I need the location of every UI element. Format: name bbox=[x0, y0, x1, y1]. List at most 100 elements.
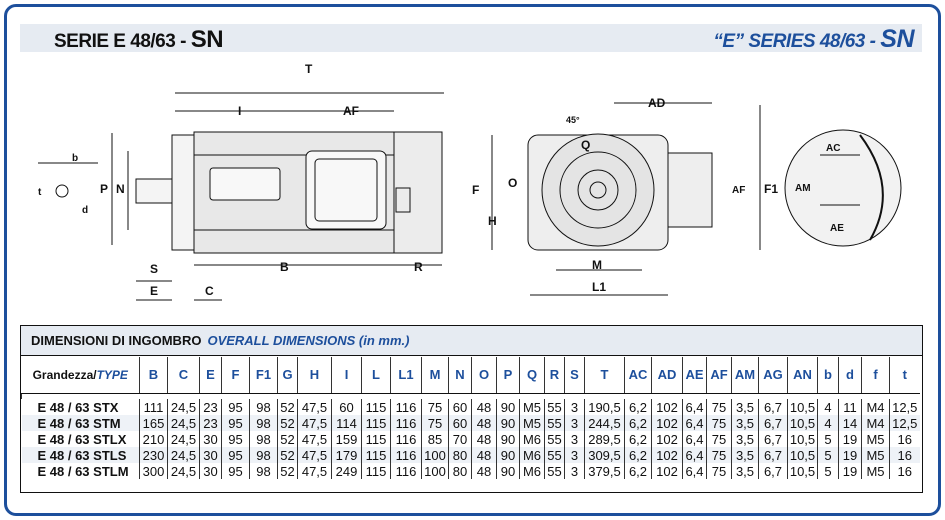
cell-P: 90 bbox=[496, 447, 520, 463]
cell-AM: 3,5 bbox=[731, 431, 759, 447]
label-N: N bbox=[116, 182, 125, 196]
column-header-AD: AD bbox=[651, 357, 683, 394]
cell-R: 55 bbox=[544, 399, 565, 415]
cell-AD: 102 bbox=[651, 463, 683, 479]
cell-L1: 116 bbox=[390, 415, 422, 431]
cell-G: 52 bbox=[277, 431, 298, 447]
cell-L: 115 bbox=[361, 415, 391, 431]
cell-f: M5 bbox=[861, 463, 890, 479]
cell-C: 24,5 bbox=[167, 447, 200, 463]
label-Q: Q bbox=[581, 138, 590, 152]
cell-AD: 102 bbox=[651, 431, 683, 447]
column-header-L1: L1 bbox=[390, 357, 422, 394]
label-AE: AE bbox=[830, 223, 844, 234]
cell-T: 190,5 bbox=[584, 399, 625, 415]
label-F: F bbox=[472, 183, 479, 197]
cell-E: 30 bbox=[199, 431, 222, 447]
technical-drawing: T I AF P N S E C B R b t d AD 45° Q F O … bbox=[38, 62, 902, 301]
label-P: P bbox=[100, 182, 108, 196]
cell-AG: 6,7 bbox=[758, 463, 788, 479]
column-header-R: R bbox=[544, 357, 565, 394]
cell-b: 4 bbox=[817, 415, 839, 431]
cell-b: 5 bbox=[817, 463, 839, 479]
cell-AG: 6,7 bbox=[758, 431, 788, 447]
cell-P: 90 bbox=[496, 431, 520, 447]
cell-AN: 10,5 bbox=[787, 399, 818, 415]
cell-d: 11 bbox=[838, 399, 862, 415]
cell-f: M4 bbox=[861, 399, 890, 415]
cell-L1: 116 bbox=[390, 447, 422, 463]
column-header-AC: AC bbox=[624, 357, 652, 394]
cell-AC: 6,2 bbox=[624, 431, 652, 447]
cell-AN: 10,5 bbox=[787, 431, 818, 447]
cell-B: 230 bbox=[139, 447, 168, 463]
column-header-L: L bbox=[361, 357, 391, 394]
cell-N: 60 bbox=[448, 415, 472, 431]
cell-b: 5 bbox=[817, 447, 839, 463]
label-F1: F1 bbox=[764, 182, 778, 196]
row-type: E 48 / 63 STLX bbox=[37, 431, 127, 447]
label-T: T bbox=[305, 62, 313, 76]
side-view bbox=[38, 92, 444, 301]
cell-F: 95 bbox=[221, 447, 250, 463]
cell-AD: 102 bbox=[651, 447, 683, 463]
cell-AC: 6,2 bbox=[624, 415, 652, 431]
cell-O: 48 bbox=[471, 431, 497, 447]
cell-AF: 75 bbox=[706, 463, 732, 479]
cell-AN: 10,5 bbox=[787, 463, 818, 479]
cell-F1: 98 bbox=[249, 447, 278, 463]
cell-AG: 6,7 bbox=[758, 447, 788, 463]
cell-H: 47,5 bbox=[297, 415, 332, 431]
cell-R: 55 bbox=[544, 431, 565, 447]
cell-B: 300 bbox=[139, 463, 168, 479]
cell-AM: 3,5 bbox=[731, 415, 759, 431]
cell-AD: 102 bbox=[651, 415, 683, 431]
cell-AE: 6,4 bbox=[682, 447, 707, 463]
column-header-H: H bbox=[297, 357, 332, 394]
label-I: I bbox=[238, 104, 241, 118]
cell-P: 90 bbox=[496, 463, 520, 479]
cell-C: 24,5 bbox=[167, 463, 200, 479]
cell-f: M5 bbox=[861, 431, 890, 447]
cell-O: 48 bbox=[471, 447, 497, 463]
cell-AC: 6,2 bbox=[624, 447, 652, 463]
cell-O: 48 bbox=[471, 399, 497, 415]
cell-H: 47,5 bbox=[297, 431, 332, 447]
cell-t: 12,5 bbox=[889, 399, 920, 415]
column-header-t: t bbox=[889, 357, 920, 394]
cell-O: 48 bbox=[471, 415, 497, 431]
cell-f: M4 bbox=[861, 415, 890, 431]
column-header-F1: F1 bbox=[249, 357, 278, 394]
cell-E: 23 bbox=[199, 399, 222, 415]
cell-C: 24,5 bbox=[167, 415, 200, 431]
cell-AN: 10,5 bbox=[787, 447, 818, 463]
column-header-P: P bbox=[496, 357, 520, 394]
cell-f: M5 bbox=[861, 447, 890, 463]
cell-L1: 116 bbox=[390, 399, 422, 415]
cell-H: 47,5 bbox=[297, 447, 332, 463]
cell-AD: 102 bbox=[651, 399, 683, 415]
cell-d: 19 bbox=[838, 463, 862, 479]
label-b: b bbox=[72, 153, 78, 164]
cell-G: 52 bbox=[277, 399, 298, 415]
column-header-I: I bbox=[331, 357, 362, 394]
column-header-S: S bbox=[564, 357, 585, 394]
cell-t: 16 bbox=[889, 447, 920, 463]
cell-L: 115 bbox=[361, 463, 391, 479]
label-O: O bbox=[508, 176, 517, 190]
cell-F: 95 bbox=[221, 431, 250, 447]
label-R: R bbox=[414, 260, 423, 274]
cell-AC: 6,2 bbox=[624, 399, 652, 415]
cell-F1: 98 bbox=[249, 463, 278, 479]
cell-O: 48 bbox=[471, 463, 497, 479]
column-header-AG: AG bbox=[758, 357, 788, 394]
cell-L1: 116 bbox=[390, 463, 422, 479]
cell-AM: 3,5 bbox=[731, 399, 759, 415]
cell-M: 75 bbox=[421, 399, 449, 415]
cell-Q: M5 bbox=[519, 399, 545, 415]
cell-AM: 3,5 bbox=[731, 463, 759, 479]
cell-b: 5 bbox=[817, 431, 839, 447]
row-type: E 48 / 63 STLS bbox=[21, 447, 140, 463]
